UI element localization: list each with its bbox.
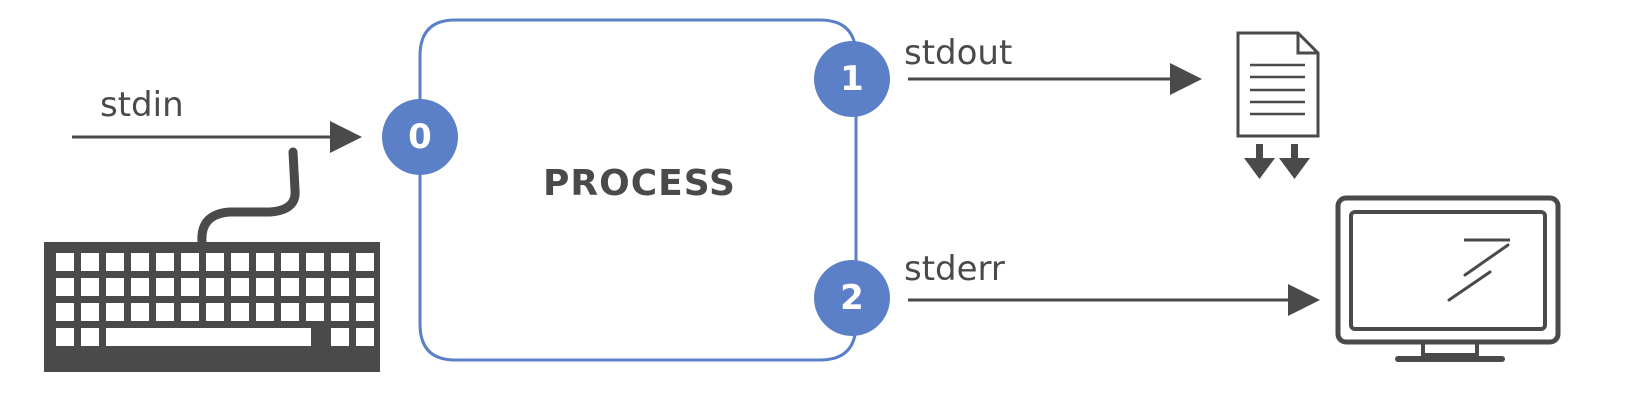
- keyboard-key: [331, 303, 349, 321]
- fd-2-badge: 2: [814, 260, 890, 336]
- keyboard-key: [356, 278, 374, 296]
- keyboard-icon: [44, 242, 380, 372]
- document-icon: [1236, 31, 1320, 138]
- keyboard-key: [156, 303, 174, 321]
- keyboard-key: [256, 303, 274, 321]
- keyboard-key: [106, 303, 124, 321]
- stdin-arrow: [72, 121, 362, 153]
- download-arrows-icon: [1244, 144, 1310, 179]
- keyboard-key: [281, 278, 299, 296]
- keyboard-key: [181, 303, 199, 321]
- keyboard-key: [281, 303, 299, 321]
- keyboard-key: [156, 253, 174, 271]
- keyboard-key: [206, 303, 224, 321]
- keyboard-key: [306, 303, 324, 321]
- screen-glare: [1447, 243, 1510, 302]
- keyboard-key: [156, 278, 174, 296]
- keyboard-key: [131, 303, 149, 321]
- keyboard-key: [106, 328, 311, 346]
- keyboard-key: [281, 253, 299, 271]
- keyboard-key: [306, 253, 324, 271]
- keyboard-key: [331, 328, 349, 346]
- keyboard-key: [81, 328, 99, 346]
- stdin-label: stdin: [100, 85, 184, 125]
- keyboard-key: [231, 253, 249, 271]
- keyboard-key: [181, 253, 199, 271]
- keyboard-cable: [197, 147, 300, 247]
- monitor-icon: [1335, 195, 1561, 362]
- keyboard-key: [181, 278, 199, 296]
- keyboard-key: [231, 303, 249, 321]
- keyboard-key: [356, 303, 374, 321]
- process-title: PROCESS: [543, 163, 736, 204]
- keyboard-key: [331, 253, 349, 271]
- fd-0-badge: 0: [382, 99, 458, 175]
- keyboard-key: [206, 278, 224, 296]
- keyboard-key: [56, 303, 74, 321]
- keyboard-key: [81, 303, 99, 321]
- keyboard-key: [106, 278, 124, 296]
- process-box: [418, 18, 858, 362]
- keyboard-key: [106, 253, 124, 271]
- stdout-arrow: [908, 63, 1202, 95]
- stderr-label: stderr: [904, 249, 1005, 289]
- stdout-label: stdout: [904, 33, 1013, 73]
- keyboard-key: [56, 278, 74, 296]
- fd-1-badge: 1: [814, 41, 890, 117]
- keyboard-key: [356, 253, 374, 271]
- keyboard-key: [306, 278, 324, 296]
- keyboard-key: [56, 328, 74, 346]
- keyboard-key: [131, 253, 149, 271]
- keyboard-key: [81, 253, 99, 271]
- keyboard-key: [231, 278, 249, 296]
- keyboard-key: [131, 278, 149, 296]
- keyboard-key: [356, 328, 374, 346]
- keyboard-key: [256, 278, 274, 296]
- stderr-arrow: [908, 284, 1320, 316]
- keyboard-key: [81, 278, 99, 296]
- keyboard-key: [56, 253, 74, 271]
- keyboard-key: [206, 253, 224, 271]
- keyboard-key: [331, 278, 349, 296]
- keyboard-key: [256, 253, 274, 271]
